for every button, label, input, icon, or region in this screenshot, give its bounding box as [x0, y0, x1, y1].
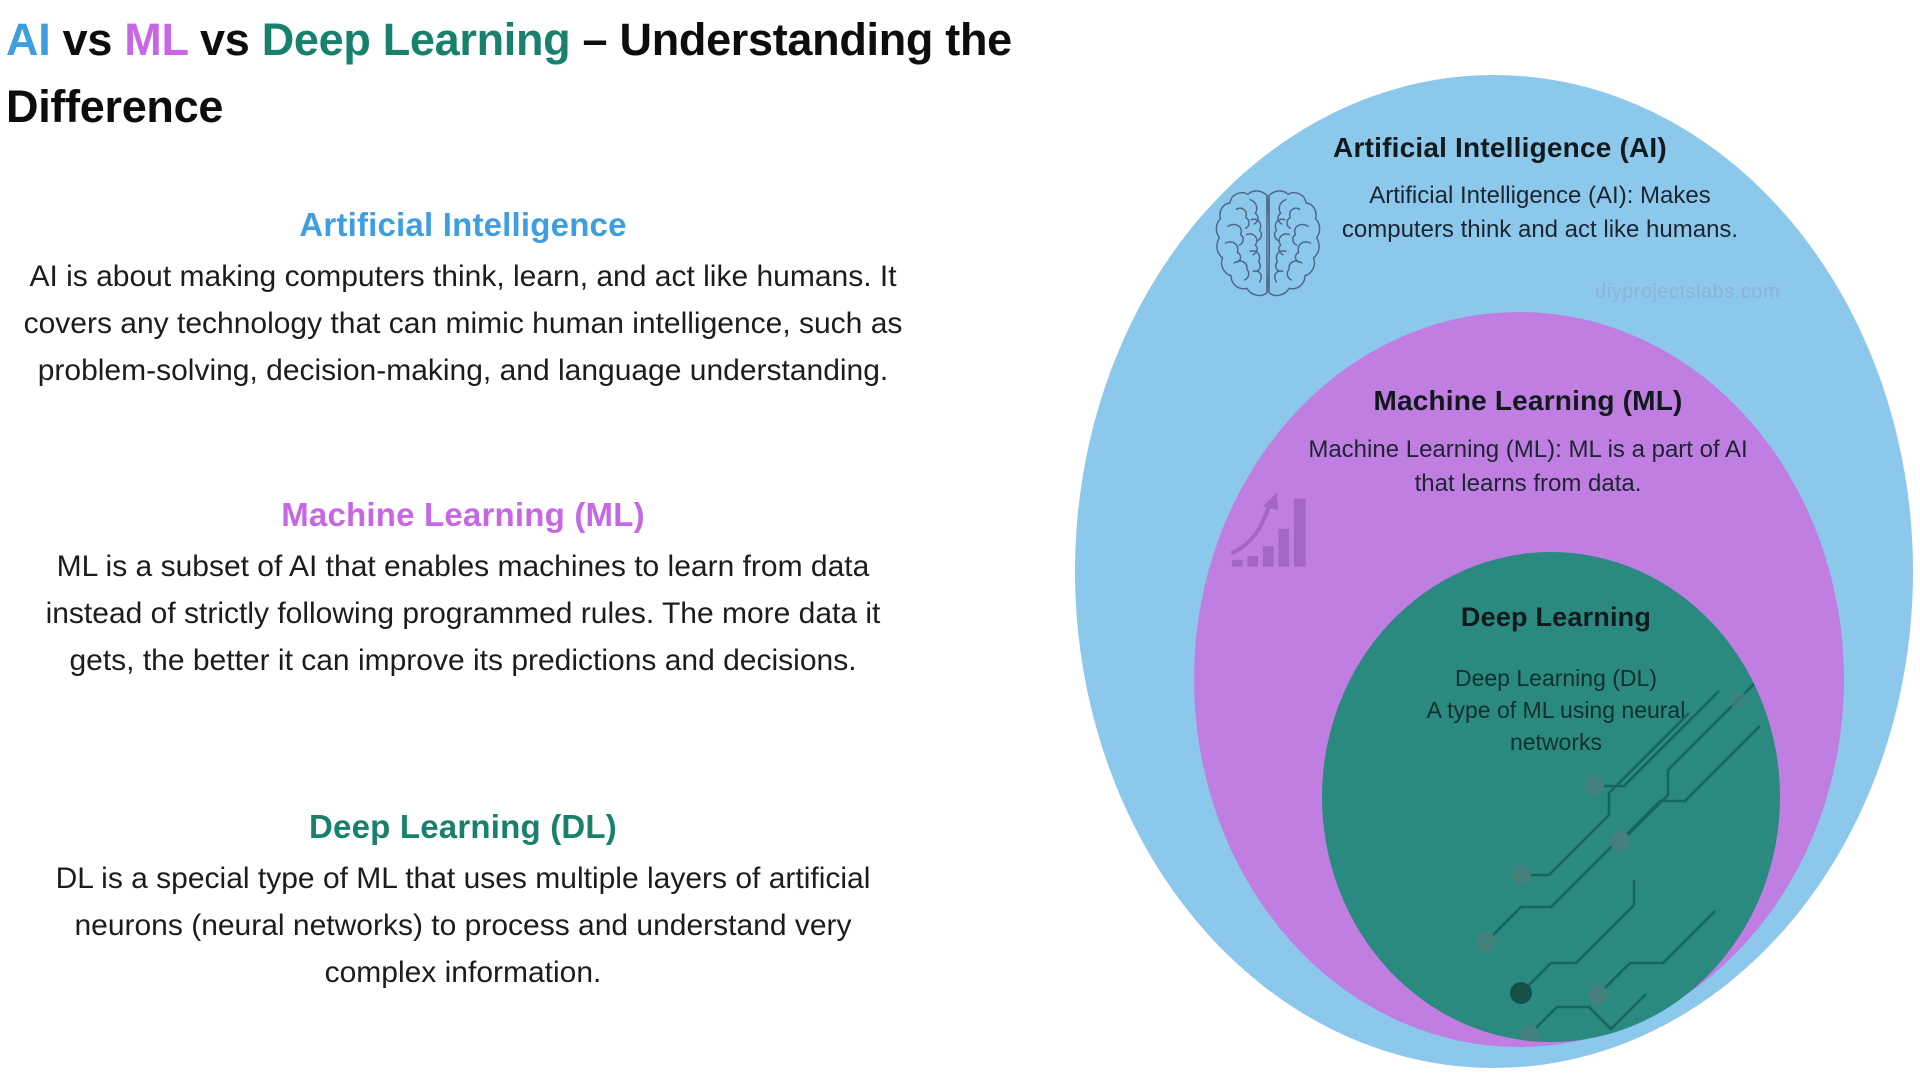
title-dl: Deep Learning	[261, 14, 571, 65]
section-ml-heading: Machine Learning (ML)	[281, 496, 645, 533]
venn-ai-label: Artificial Intelligence (AI)	[1333, 132, 1667, 163]
venn-ml-label: Machine Learning (ML)	[1373, 385, 1683, 416]
page-title: AI vs ML vs Deep Learning – Understandin…	[6, 6, 1156, 140]
section-artificial-intelligence: Artificial Intelligence AI is about maki…	[20, 206, 906, 394]
title-sep2: vs	[187, 14, 262, 65]
venn-ai-description: Artificial Intelligence (AI): Makes comp…	[1341, 182, 1739, 243]
title-sep1: vs	[50, 14, 125, 65]
watermark-text: diyprojectslabs.com	[1595, 281, 1781, 303]
section-ml-body: ML is a subset of AI that enables machin…	[45, 550, 881, 677]
venn-dl-label: Deep Learning	[1460, 602, 1652, 632]
section-ai-heading: Artificial Intelligence	[299, 206, 627, 243]
section-dl-body: DL is a special type of ML that uses mul…	[55, 862, 871, 989]
section-dl-heading: Deep Learning (DL)	[309, 808, 617, 845]
title-ml: ML	[124, 14, 188, 65]
title-ai: AI	[6, 14, 51, 65]
growth-chart-icon	[1230, 492, 1306, 567]
title-rest: – Understanding the Difference	[6, 14, 1012, 132]
section-ai-body: AI is about making computers think, lear…	[23, 260, 903, 387]
venn-dl-description-line1: Deep Learning (DL)	[1454, 665, 1657, 691]
brain-icon	[1215, 190, 1321, 297]
circuit-icon	[1476, 656, 1780, 1042]
section-machine-learning: Machine Learning (ML) ML is a subset of …	[20, 496, 906, 684]
section-deep-learning: Deep Learning (DL) DL is a special type …	[20, 808, 906, 996]
venn-dl-description-line2: A type of ML using neural networks	[1426, 697, 1686, 755]
venn-dl-description: Deep Learning (DL) A type of ML using ne…	[1386, 662, 1726, 758]
venn-circle-ai: Artificial Intelligence (AI) Artificial …	[1075, 75, 1913, 1068]
venn-circle-ml: Machine Learning (ML) Machine Learning (…	[1194, 312, 1844, 1047]
venn-ml-description: Machine Learning (ML): ML is a part of A…	[1308, 436, 1748, 497]
venn-circle-dl: Deep Learning Deep Learning (DL) A type …	[1322, 552, 1780, 1042]
